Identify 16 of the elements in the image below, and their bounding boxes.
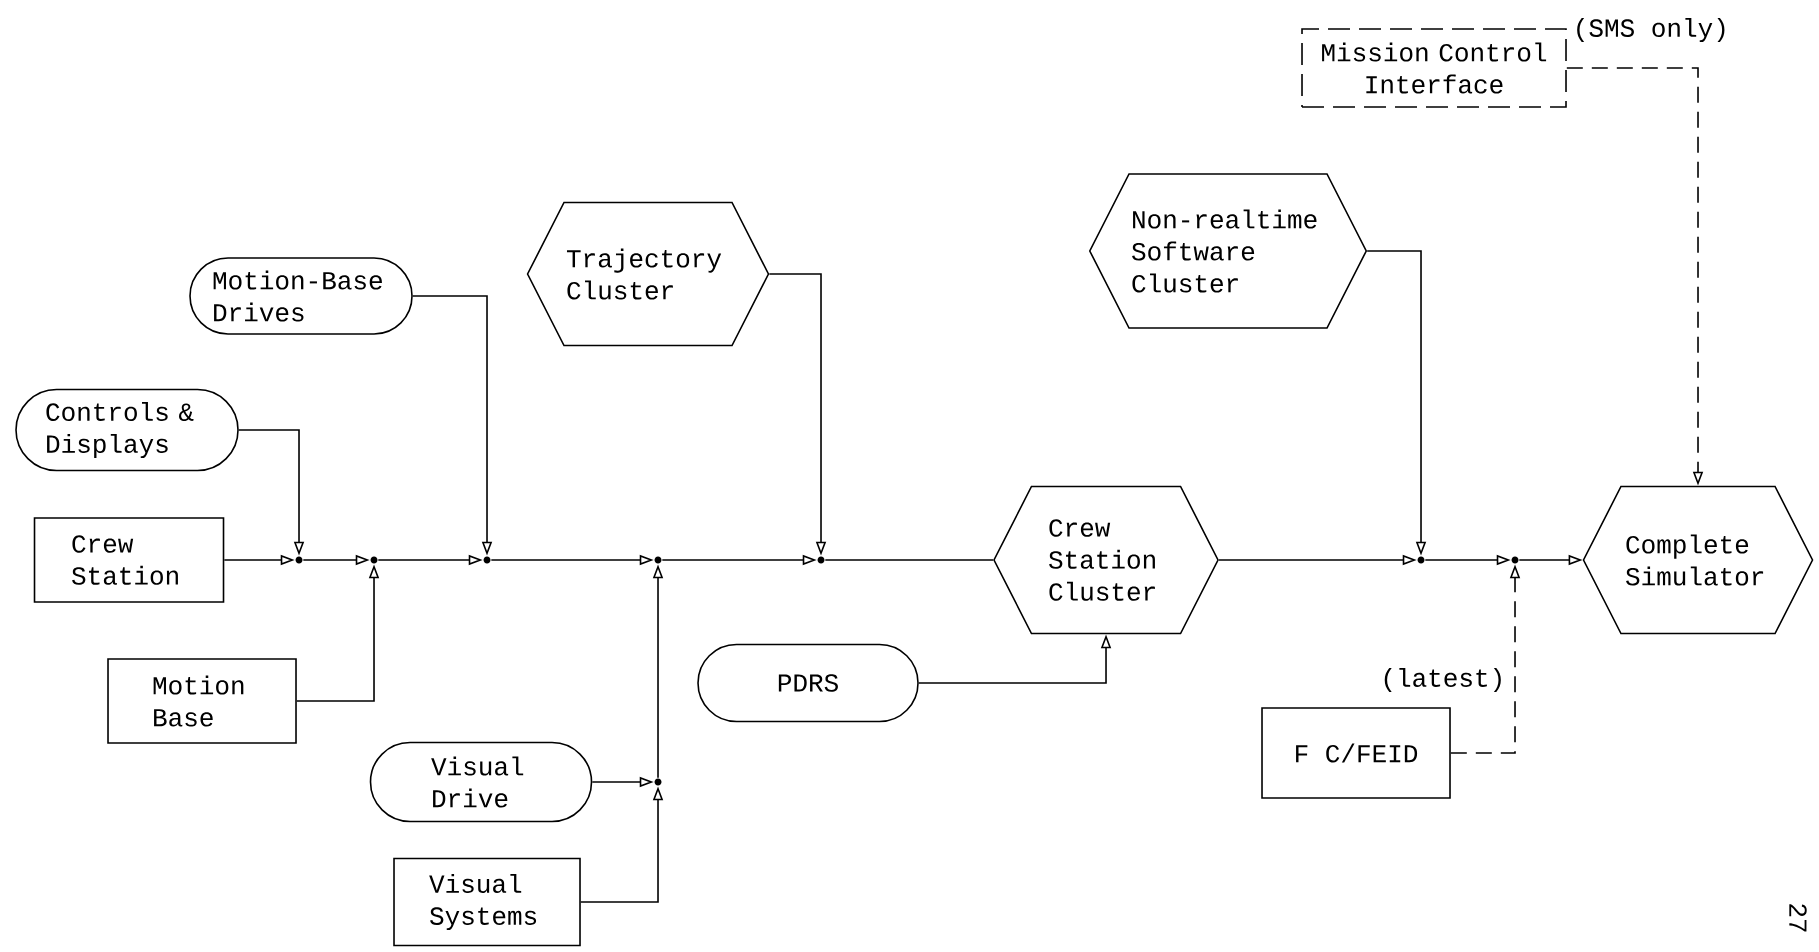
system-box: Visual Systems bbox=[393, 857, 581, 947]
page-number: 27 bbox=[1789, 904, 1807, 932]
edge-label: (latest) bbox=[1378, 665, 1508, 695]
cluster-hexagon: Non-realtime Software Cluster bbox=[1088, 173, 1368, 329]
cluster-hexagon: Crew Station Cluster bbox=[993, 485, 1219, 635]
drive-box: Visual Drive bbox=[369, 741, 593, 823]
drive-box: Controls & Displays bbox=[15, 388, 239, 472]
interface-box: Mission Control Interface bbox=[1301, 28, 1567, 108]
system-box: Crew Station bbox=[33, 517, 225, 603]
drive-box: Motion-Base Drives bbox=[189, 257, 413, 335]
edge-label: (SMS only) bbox=[1570, 15, 1731, 45]
drive-box: PDRS bbox=[697, 643, 919, 723]
cluster-hexagon: Trajectory Cluster bbox=[526, 201, 770, 347]
system-box: Motion Base bbox=[107, 658, 297, 744]
cluster-hexagon: Complete Simulator bbox=[1582, 485, 1814, 635]
system-box: F C/FEID bbox=[1261, 707, 1451, 799]
